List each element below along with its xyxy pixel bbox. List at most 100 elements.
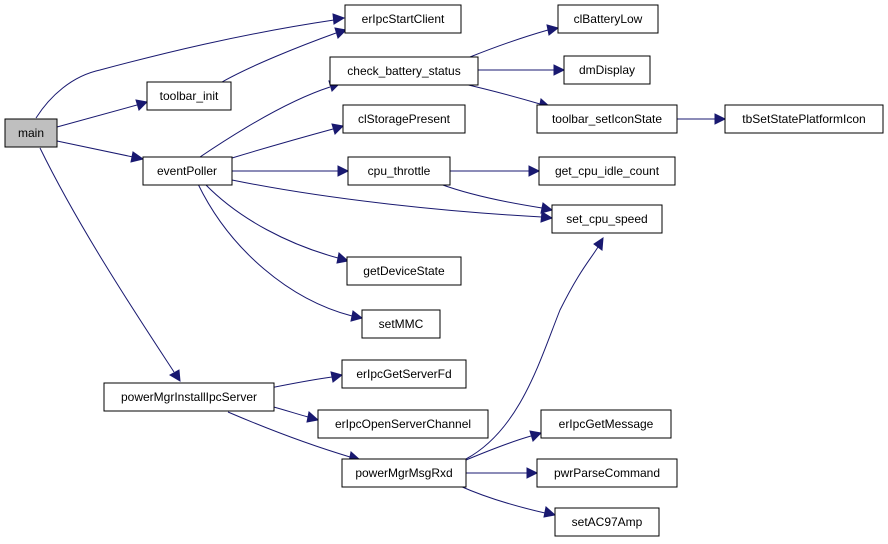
node-label: getDeviceState	[363, 264, 445, 278]
node-label: erIpcGetMessage	[559, 417, 654, 431]
node-box	[341, 458, 467, 488]
node-box	[341, 359, 467, 389]
arrowhead	[337, 165, 350, 177]
node-box	[342, 104, 466, 134]
edge-toolbar_init-erIpcStartClient	[221, 32, 337, 83]
node-check_battery_status[interactable]: check_battery_status	[329, 56, 479, 86]
node-main[interactable]: main	[4, 118, 58, 148]
arrowhead	[336, 252, 350, 264]
edge-powerMgrMsgRxd-setAC97Amp	[459, 485, 546, 514]
node-powerMgrMsgRxd[interactable]: powerMgrMsgRxd	[341, 458, 467, 488]
node-erIpcStartClient[interactable]: erIpcStartClient	[344, 4, 462, 34]
node-get_cpu_idle_count[interactable]: get_cpu_idle_count	[538, 156, 676, 186]
edge-eventPoller-set_cpu_speed	[231, 179, 543, 218]
node-label: check_battery_status	[347, 64, 460, 78]
node-box	[329, 56, 479, 86]
node-box	[563, 55, 651, 85]
node-setMMC[interactable]: setMMC	[361, 309, 441, 339]
edge-powerMgrMsgRxd-set_cpu_speed	[465, 246, 599, 460]
node-label: tbSetStatePlatformIcon	[742, 112, 865, 126]
node-box	[317, 409, 489, 439]
node-toolbar_init[interactable]: toolbar_init	[146, 81, 232, 111]
node-box	[142, 156, 233, 186]
node-box	[554, 507, 660, 537]
edge-eventPoller-clStoragePresent	[231, 128, 334, 159]
node-box	[344, 4, 462, 34]
node-setAC97Amp[interactable]: setAC97Amp	[554, 507, 660, 537]
node-box	[103, 382, 275, 412]
edge-eventPoller-setMMC	[197, 183, 353, 317]
node-label: pwrParseCommand	[554, 466, 660, 480]
edge-main-eventPoller	[56, 140, 134, 158]
node-label: main	[18, 126, 44, 140]
node-tbSetStatePlatformIcon[interactable]: tbSetStatePlatformIcon	[724, 104, 884, 134]
arrowhead	[526, 467, 539, 479]
node-getDeviceState[interactable]: getDeviceState	[346, 256, 462, 286]
arrowhead	[130, 151, 145, 163]
node-clStoragePresent[interactable]: clStoragePresent	[342, 104, 466, 134]
node-label: cpu_throttle	[368, 164, 431, 178]
edge-powerMgrMsgRxd-erIpcGetMessage	[465, 435, 532, 461]
edge-powerMgrInstallIpcServer-erIpcGetServerFd	[269, 376, 333, 389]
arrowhead	[331, 123, 345, 135]
node-clBatteryLow[interactable]: clBatteryLow	[557, 4, 659, 34]
node-box	[146, 81, 232, 111]
arrowhead	[306, 411, 320, 423]
edge-main-powerMgrInstallIpcServer	[39, 147, 175, 373]
nodes: main erIpcStartClient toolbar_init check…	[4, 4, 884, 537]
node-label: set_cpu_speed	[566, 212, 647, 226]
node-box	[361, 309, 441, 339]
node-erIpcGetServerFd[interactable]: erIpcGetServerFd	[341, 359, 467, 389]
node-label: clStoragePresent	[358, 112, 451, 126]
edge-powerMgrInstallIpcServer-erIpcOpenServerChannel	[269, 405, 309, 418]
edge-main-erIpcStartClient	[35, 19, 335, 119]
node-box	[557, 4, 659, 34]
node-pwrParseCommand[interactable]: pwrParseCommand	[536, 458, 678, 488]
node-eventPoller[interactable]: eventPoller	[142, 156, 233, 186]
arrowhead	[332, 13, 346, 25]
node-box	[347, 156, 451, 186]
edge-check_battery_status-clBatteryLow	[469, 29, 549, 58]
arrowhead	[334, 27, 348, 39]
node-toolbar_setIconState[interactable]: toolbar_setIconState	[536, 104, 678, 134]
node-erIpcGetMessage[interactable]: erIpcGetMessage	[540, 409, 672, 439]
node-box	[536, 104, 678, 134]
node-box	[538, 156, 676, 186]
edge-eventPoller-check_battery_status	[199, 86, 331, 158]
arrowhead	[540, 211, 554, 223]
arrowhead	[330, 371, 344, 383]
edge-check_battery_status-toolbar_setIconState	[459, 82, 541, 105]
node-cpu_throttle[interactable]: cpu_throttle	[347, 156, 451, 186]
arrowhead	[553, 64, 566, 76]
node-label: get_cpu_idle_count	[555, 164, 660, 178]
node-label: toolbar_init	[160, 89, 219, 103]
node-label: dmDisplay	[579, 63, 635, 77]
edge-powerMgrInstallIpcServer-powerMgrMsgRxd	[227, 411, 351, 458]
arrowhead	[546, 24, 560, 36]
node-label: clBatteryLow	[574, 12, 643, 26]
arrowhead	[169, 369, 181, 382]
node-label: setMMC	[379, 317, 424, 331]
arrowhead	[135, 99, 149, 111]
node-box	[4, 118, 58, 148]
edge-eventPoller-getDeviceState	[204, 183, 339, 259]
node-box	[536, 458, 678, 488]
node-label: powerMgrMsgRxd	[355, 466, 452, 480]
arrowhead	[714, 113, 727, 125]
node-label: erIpcStartClient	[362, 12, 445, 26]
arrowhead	[543, 506, 557, 518]
node-powerMgrInstallIpcServer[interactable]: powerMgrInstallIpcServer	[103, 382, 275, 412]
node-dmDisplay[interactable]: dmDisplay	[563, 55, 651, 85]
node-label: toolbar_setIconState	[552, 112, 662, 126]
node-set_cpu_speed[interactable]: set_cpu_speed	[551, 204, 663, 234]
node-box	[346, 256, 462, 286]
edge-main-toolbar_init	[56, 104, 138, 128]
node-label: powerMgrInstallIpcServer	[121, 390, 257, 404]
node-label: erIpcGetServerFd	[356, 367, 451, 381]
edge-cpu_throttle-set_cpu_speed	[439, 183, 543, 209]
node-box	[540, 409, 672, 439]
node-label: setAC97Amp	[572, 515, 643, 529]
node-erIpcOpenServerChannel[interactable]: erIpcOpenServerChannel	[317, 409, 489, 439]
arrowhead	[593, 237, 604, 251]
